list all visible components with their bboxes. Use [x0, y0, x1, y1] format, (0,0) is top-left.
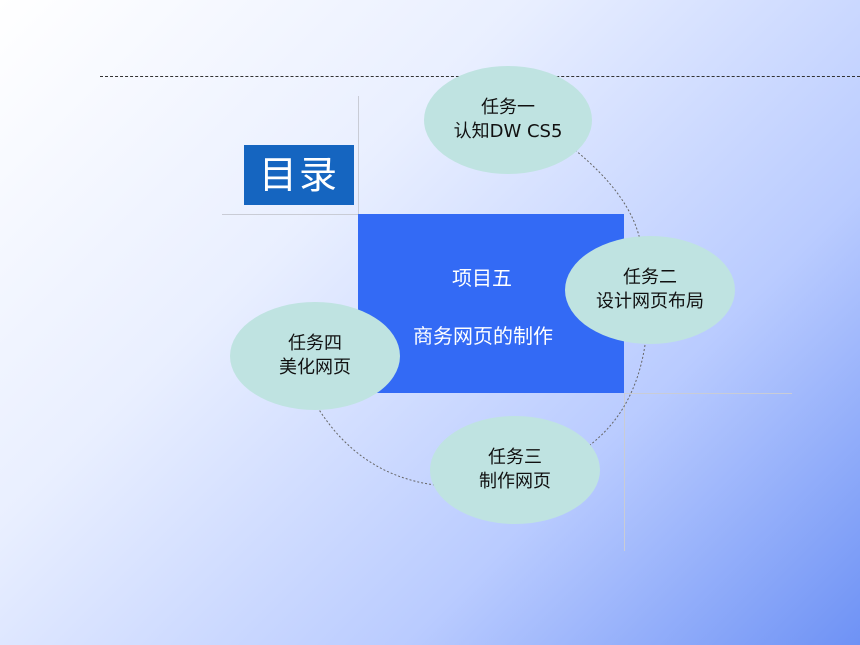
task-node-4-desc: 美化网页	[279, 357, 351, 378]
task-node-2-name: 任务二	[623, 267, 677, 288]
page-title: 目录	[244, 145, 354, 205]
connector-task2-task3	[589, 344, 646, 446]
center-topic-line2: 商务网页的制作	[413, 324, 553, 348]
task-node-2-desc: 设计网页布局	[596, 291, 704, 312]
connector-task1-task2	[574, 149, 641, 241]
connector-task3-task4	[317, 407, 436, 486]
task-node-4-name: 任务四	[288, 333, 342, 354]
task-node-4[interactable]: 任务四 美化网页	[230, 302, 400, 410]
guide-line-left-vertical	[358, 96, 359, 214]
guide-line-left-horizontal	[222, 214, 358, 215]
guide-line-right-horizontal	[624, 393, 792, 394]
guide-line-right-vertical	[624, 393, 625, 551]
task-node-1-desc: 认知DW CS5	[453, 121, 563, 142]
task-node-3[interactable]: 任务三 制作网页	[430, 416, 600, 524]
task-node-1-name: 任务一	[481, 97, 535, 118]
center-topic-line1: 项目五	[452, 266, 512, 290]
task-node-2[interactable]: 任务二 设计网页布局	[565, 236, 735, 344]
task-node-1[interactable]: 任务一 认知DW CS5	[424, 66, 592, 174]
task-node-3-desc: 制作网页	[479, 471, 551, 492]
task-node-3-name: 任务三	[488, 447, 542, 468]
